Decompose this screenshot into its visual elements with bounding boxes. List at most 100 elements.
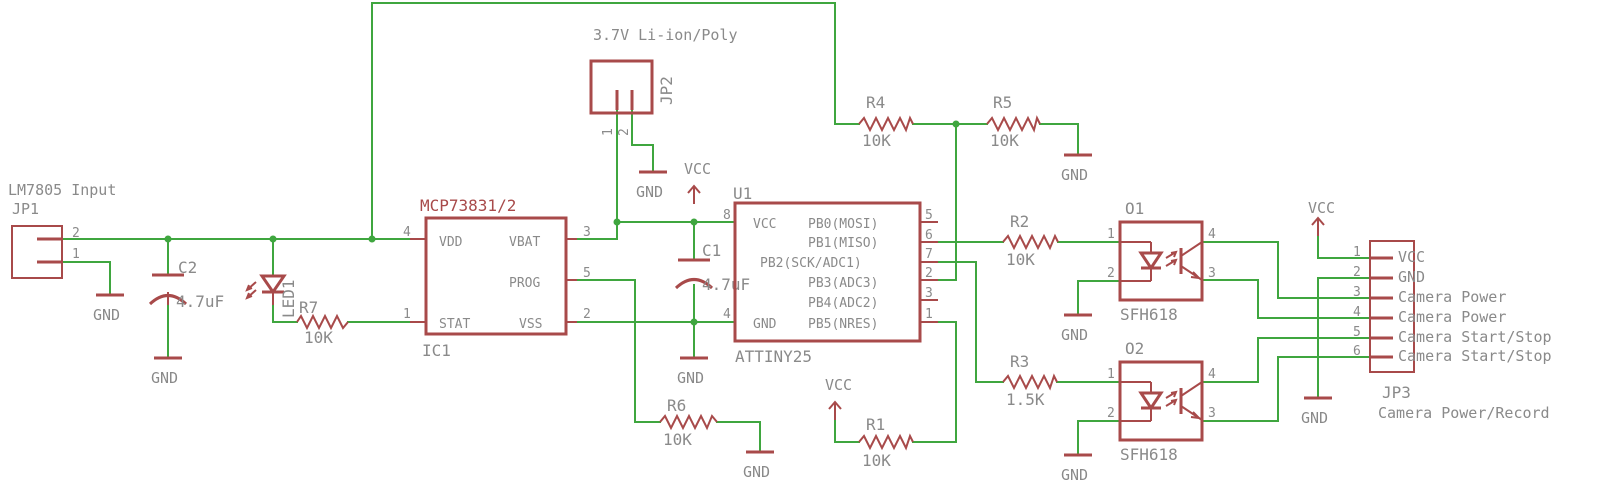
pin-number: 5 [925,208,933,223]
resistor-r3: R3 1.5K [1002,352,1058,409]
ic1-value: MCP73831/2 [420,196,516,215]
r5-value: 10K [990,131,1019,150]
pin-number: 5 [583,266,591,281]
vcc-symbol: VCC [1308,199,1335,236]
r2-value: 10K [1006,250,1035,269]
jp3-pin-label: Camera Start/Stop [1398,347,1552,365]
ic1-pin-prog: PROG [509,276,540,291]
gnd-label: GND [93,306,120,324]
junction-dot [690,218,698,226]
junction-dot [164,235,172,243]
junction-dot [269,235,277,243]
u1-pin-pb0: PB0(MOSI) [808,217,878,232]
gnd-label: GND [1061,466,1088,484]
optocoupler-o1: O1 SFH618 1 2 4 3 [1107,199,1216,324]
ground-symbol: GND [677,356,708,387]
resistor-r6: R6 10K [659,396,718,449]
r3-name: R3 [1010,352,1029,371]
u1-value: ATTINY25 [735,347,812,366]
pin-number: 7 [925,247,933,262]
ground-symbol: GND [1061,313,1092,344]
vcc-symbol: VCC [684,160,711,204]
r4-value: 10K [862,131,891,150]
jp3-title: Camera Power/Record [1378,404,1550,422]
pin-number: 1 [1107,367,1115,382]
pin-number: 4 [403,225,411,240]
ground-symbol: GND [743,450,774,481]
r6-value: 10K [663,430,692,449]
led-led1: LED1 [245,274,298,318]
o1-name: O1 [1125,199,1144,218]
pin-number: 3 [1208,266,1216,281]
c2-name: C2 [178,258,197,277]
resistor-r2: R2 10K [1002,212,1059,269]
c1-value: 4.7uF [702,275,750,294]
o2-value: SFH618 [1120,445,1178,464]
jp3-pin-label: Camera Power [1398,308,1506,326]
ic1-pin-vbat: VBAT [509,235,540,250]
pin-number: 1 [1107,227,1115,242]
pin-number: 5 [1353,325,1361,340]
pin-number: 4 [1353,305,1361,320]
resistor-r1: R1 10K [858,415,914,470]
junction-dot [368,235,376,243]
pin-number: 4 [1208,227,1216,242]
pin-number: 2 [925,266,933,281]
gnd-label: GND [636,183,663,201]
pin-number: 2 [617,128,632,136]
ic-u1: U1 ATTINY25 VCC GND PB0(MOSI) PB1(MISO) … [723,184,938,366]
jp3-pin-label: Camera Power [1398,288,1506,306]
vcc-label: VCC [1308,199,1335,217]
junction-dot [952,120,960,128]
led1-name: LED1 [279,279,298,318]
jp2-title: 3.7V Li-ion/Poly [593,26,738,44]
jp3-pin-label: VCC [1398,248,1425,266]
ic1-pin-vdd: VDD [439,235,463,250]
junction-dot [613,218,621,226]
resistor-r7: R7 10K [296,298,349,347]
r2-name: R2 [1010,212,1029,231]
pin-number: 4 [723,307,731,322]
pin-number: 1 [601,128,616,136]
pin-number: 6 [925,228,933,243]
pin-number: 2 [1107,266,1115,281]
o1-value: SFH618 [1120,305,1178,324]
pin-number: 1 [72,247,80,262]
connector-jp2: 3.7V Li-ion/Poly JP2 1 2 [589,26,738,136]
r4-name: R4 [866,93,885,112]
ground-symbol: GND [1061,153,1092,184]
u1-pin-pb5: PB5(NRES) [808,317,878,332]
pin-number: 3 [583,225,591,240]
gnd-label: GND [677,369,704,387]
optocoupler-o2: O2 SFH618 1 2 4 3 [1107,339,1216,464]
vcc-label: VCC [684,160,711,178]
ground-symbol: GND [1061,453,1092,484]
ic1-name: IC1 [422,341,451,360]
u1-name: U1 [733,184,752,203]
pin-number: 2 [72,226,80,241]
u1-pin-pb4: PB4(ADC2) [808,296,878,311]
ic1-pin-stat: STAT [439,317,470,332]
pin-number: 1 [1353,245,1361,260]
ground-symbol: GND [1301,396,1332,427]
pin-number: 4 [1208,367,1216,382]
r1-name: R1 [866,415,885,434]
pin-number: 6 [1353,344,1361,359]
junctions [164,120,960,326]
connector-jp3: 1 2 3 4 5 6 VCC GND Camera Power Camera … [1353,240,1552,422]
jp3-pin-label: GND [1398,268,1425,286]
c1-name: C1 [702,241,721,260]
r7-value: 10K [304,328,333,347]
pin-number: 1 [403,307,411,322]
r3-value: 1.5K [1006,390,1045,409]
jp1-name: JP1 [12,200,39,218]
capacitor-c2: C2 4.7uF [148,258,224,311]
u1-pin-pb2: PB2(SCK/ADC1) [760,256,862,271]
pin-number: 2 [1107,406,1115,421]
ground-symbol: GND [93,293,124,324]
jp3-pin-label: Camera Start/Stop [1398,328,1552,346]
u1-pin-pb1: PB1(MISO) [808,236,878,251]
pin-number: 8 [723,208,731,223]
r5-name: R5 [993,93,1012,112]
